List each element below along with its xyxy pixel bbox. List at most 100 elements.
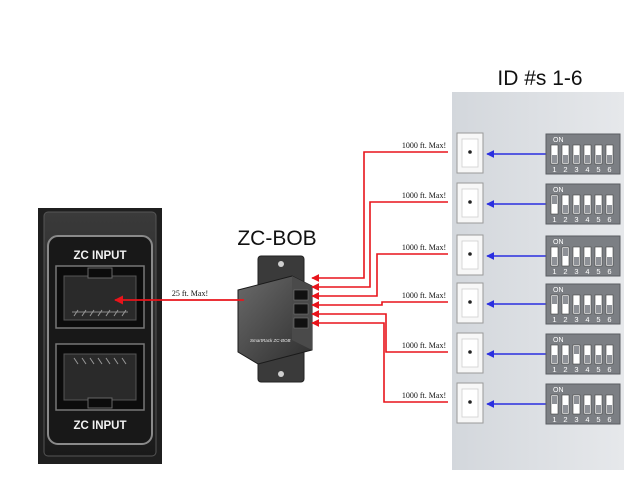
dip-toggle-knob [607, 355, 612, 363]
dip-toggle-knob [596, 155, 601, 163]
dip-toggle-knob [574, 257, 579, 265]
dip-number: 3 [574, 415, 578, 424]
keypad-run-wire [311, 319, 448, 403]
keypad-run-wire [311, 151, 448, 282]
dip-number: 1 [552, 215, 556, 224]
dip-toggle-knob [596, 305, 601, 313]
dip-toggle-knob [563, 248, 568, 256]
dip-toggle-knob [596, 355, 601, 363]
dip-toggle [594, 394, 603, 415]
keypad-run-wire [311, 301, 448, 309]
keypad-led [468, 350, 472, 354]
bob-screw-top [278, 261, 284, 267]
panel-bottom-label: ZC INPUT [73, 420, 126, 432]
dip-toggle [572, 344, 581, 365]
dip-number: 2 [563, 165, 567, 174]
dip-number: 4 [585, 165, 589, 174]
dip-number: 6 [607, 267, 611, 276]
dip-toggle [583, 246, 592, 267]
dip-toggle-knob [585, 155, 590, 163]
dip-toggle [550, 194, 559, 215]
dip-number: 2 [563, 315, 567, 324]
dip-toggle [561, 394, 570, 415]
dip-toggle-knob [607, 155, 612, 163]
zc-bob-device: SmartRack ZC-BOB [237, 255, 313, 383]
dip-toggle [572, 144, 581, 165]
dip-number: 2 [563, 365, 567, 374]
dip-number: 4 [585, 365, 589, 374]
zc-input-panel: ZC INPUT ZC INPUT [38, 208, 162, 464]
dip-number: 2 [563, 415, 567, 424]
dip-toggle-knob [552, 155, 557, 163]
dip-number: 6 [607, 315, 611, 324]
dip-toggle-knob [596, 257, 601, 265]
dip-toggle [561, 246, 570, 267]
panel-top-label: ZC INPUT [73, 250, 126, 262]
dip-number: 3 [574, 165, 578, 174]
dip-number: 6 [607, 415, 611, 424]
dip-toggle [605, 394, 614, 415]
dip-number: 3 [574, 315, 578, 324]
keypad-run-label: 1000 ft. Max! [402, 141, 446, 150]
dip-number: 5 [596, 415, 600, 424]
input-run-label: 25 ft. Max! [172, 289, 208, 298]
dip-toggle [550, 294, 559, 315]
dip-toggle-knob [574, 396, 579, 404]
dip-toggle [583, 394, 592, 415]
dip-number: 1 [552, 165, 556, 174]
dip-toggle [550, 246, 559, 267]
bob-screw-bottom [278, 371, 284, 377]
dip-toggle-knob [563, 296, 568, 304]
keypad-led [468, 200, 472, 204]
dip-toggle-knob [596, 205, 601, 213]
dip-toggle [572, 246, 581, 267]
dip-number: 4 [585, 415, 589, 424]
rj45-jack-bottom [55, 343, 145, 411]
dip-toggle [594, 344, 603, 365]
dip-on-label: ON [553, 287, 564, 294]
dip-toggle-knob [563, 405, 568, 413]
dip-toggle-knob [585, 355, 590, 363]
keypad-run-wire [311, 310, 448, 353]
zc-bob-label: ZC-BOB [237, 227, 316, 250]
dip-on-label: ON [553, 387, 564, 394]
rj45-jack-top [55, 265, 145, 329]
keypad-led [468, 252, 472, 256]
dip-toggle [583, 344, 592, 365]
dip-toggle [561, 344, 570, 365]
dip-number: 5 [596, 315, 600, 324]
dip-number: 6 [607, 215, 611, 224]
keypad-led [468, 400, 472, 404]
dip-toggle-knob [607, 205, 612, 213]
dip-toggle [605, 294, 614, 315]
dip-toggle-knob [607, 405, 612, 413]
dip-on-label: ON [553, 239, 564, 246]
dip-toggle-knob [563, 355, 568, 363]
keypad-run-label: 1000 ft. Max! [402, 191, 446, 200]
dip-on-label: ON [553, 337, 564, 344]
dip-number: 6 [607, 365, 611, 374]
dip-toggle [583, 144, 592, 165]
dip-toggle [594, 246, 603, 267]
dip-toggle [561, 194, 570, 215]
dip-toggle-knob [596, 405, 601, 413]
keypad-run-label: 1000 ft. Max! [402, 391, 446, 400]
dip-number: 4 [585, 315, 589, 324]
keypad-run-wire [311, 253, 448, 300]
keypad-led [468, 300, 472, 304]
dip-number: 3 [574, 365, 578, 374]
dip-toggle-knob [574, 155, 579, 163]
keypad-run-wire [311, 201, 448, 291]
dip-toggle [572, 394, 581, 415]
dip-number: 5 [596, 267, 600, 276]
keypad-led [468, 150, 472, 154]
dip-number: 2 [563, 215, 567, 224]
bob-port-1 [293, 289, 309, 301]
dip-number: 1 [552, 365, 556, 374]
dip-toggle-knob [607, 305, 612, 313]
dip-number: 6 [607, 165, 611, 174]
dip-toggle [605, 344, 614, 365]
dip-switch [545, 183, 621, 225]
dip-number: 5 [596, 215, 600, 224]
